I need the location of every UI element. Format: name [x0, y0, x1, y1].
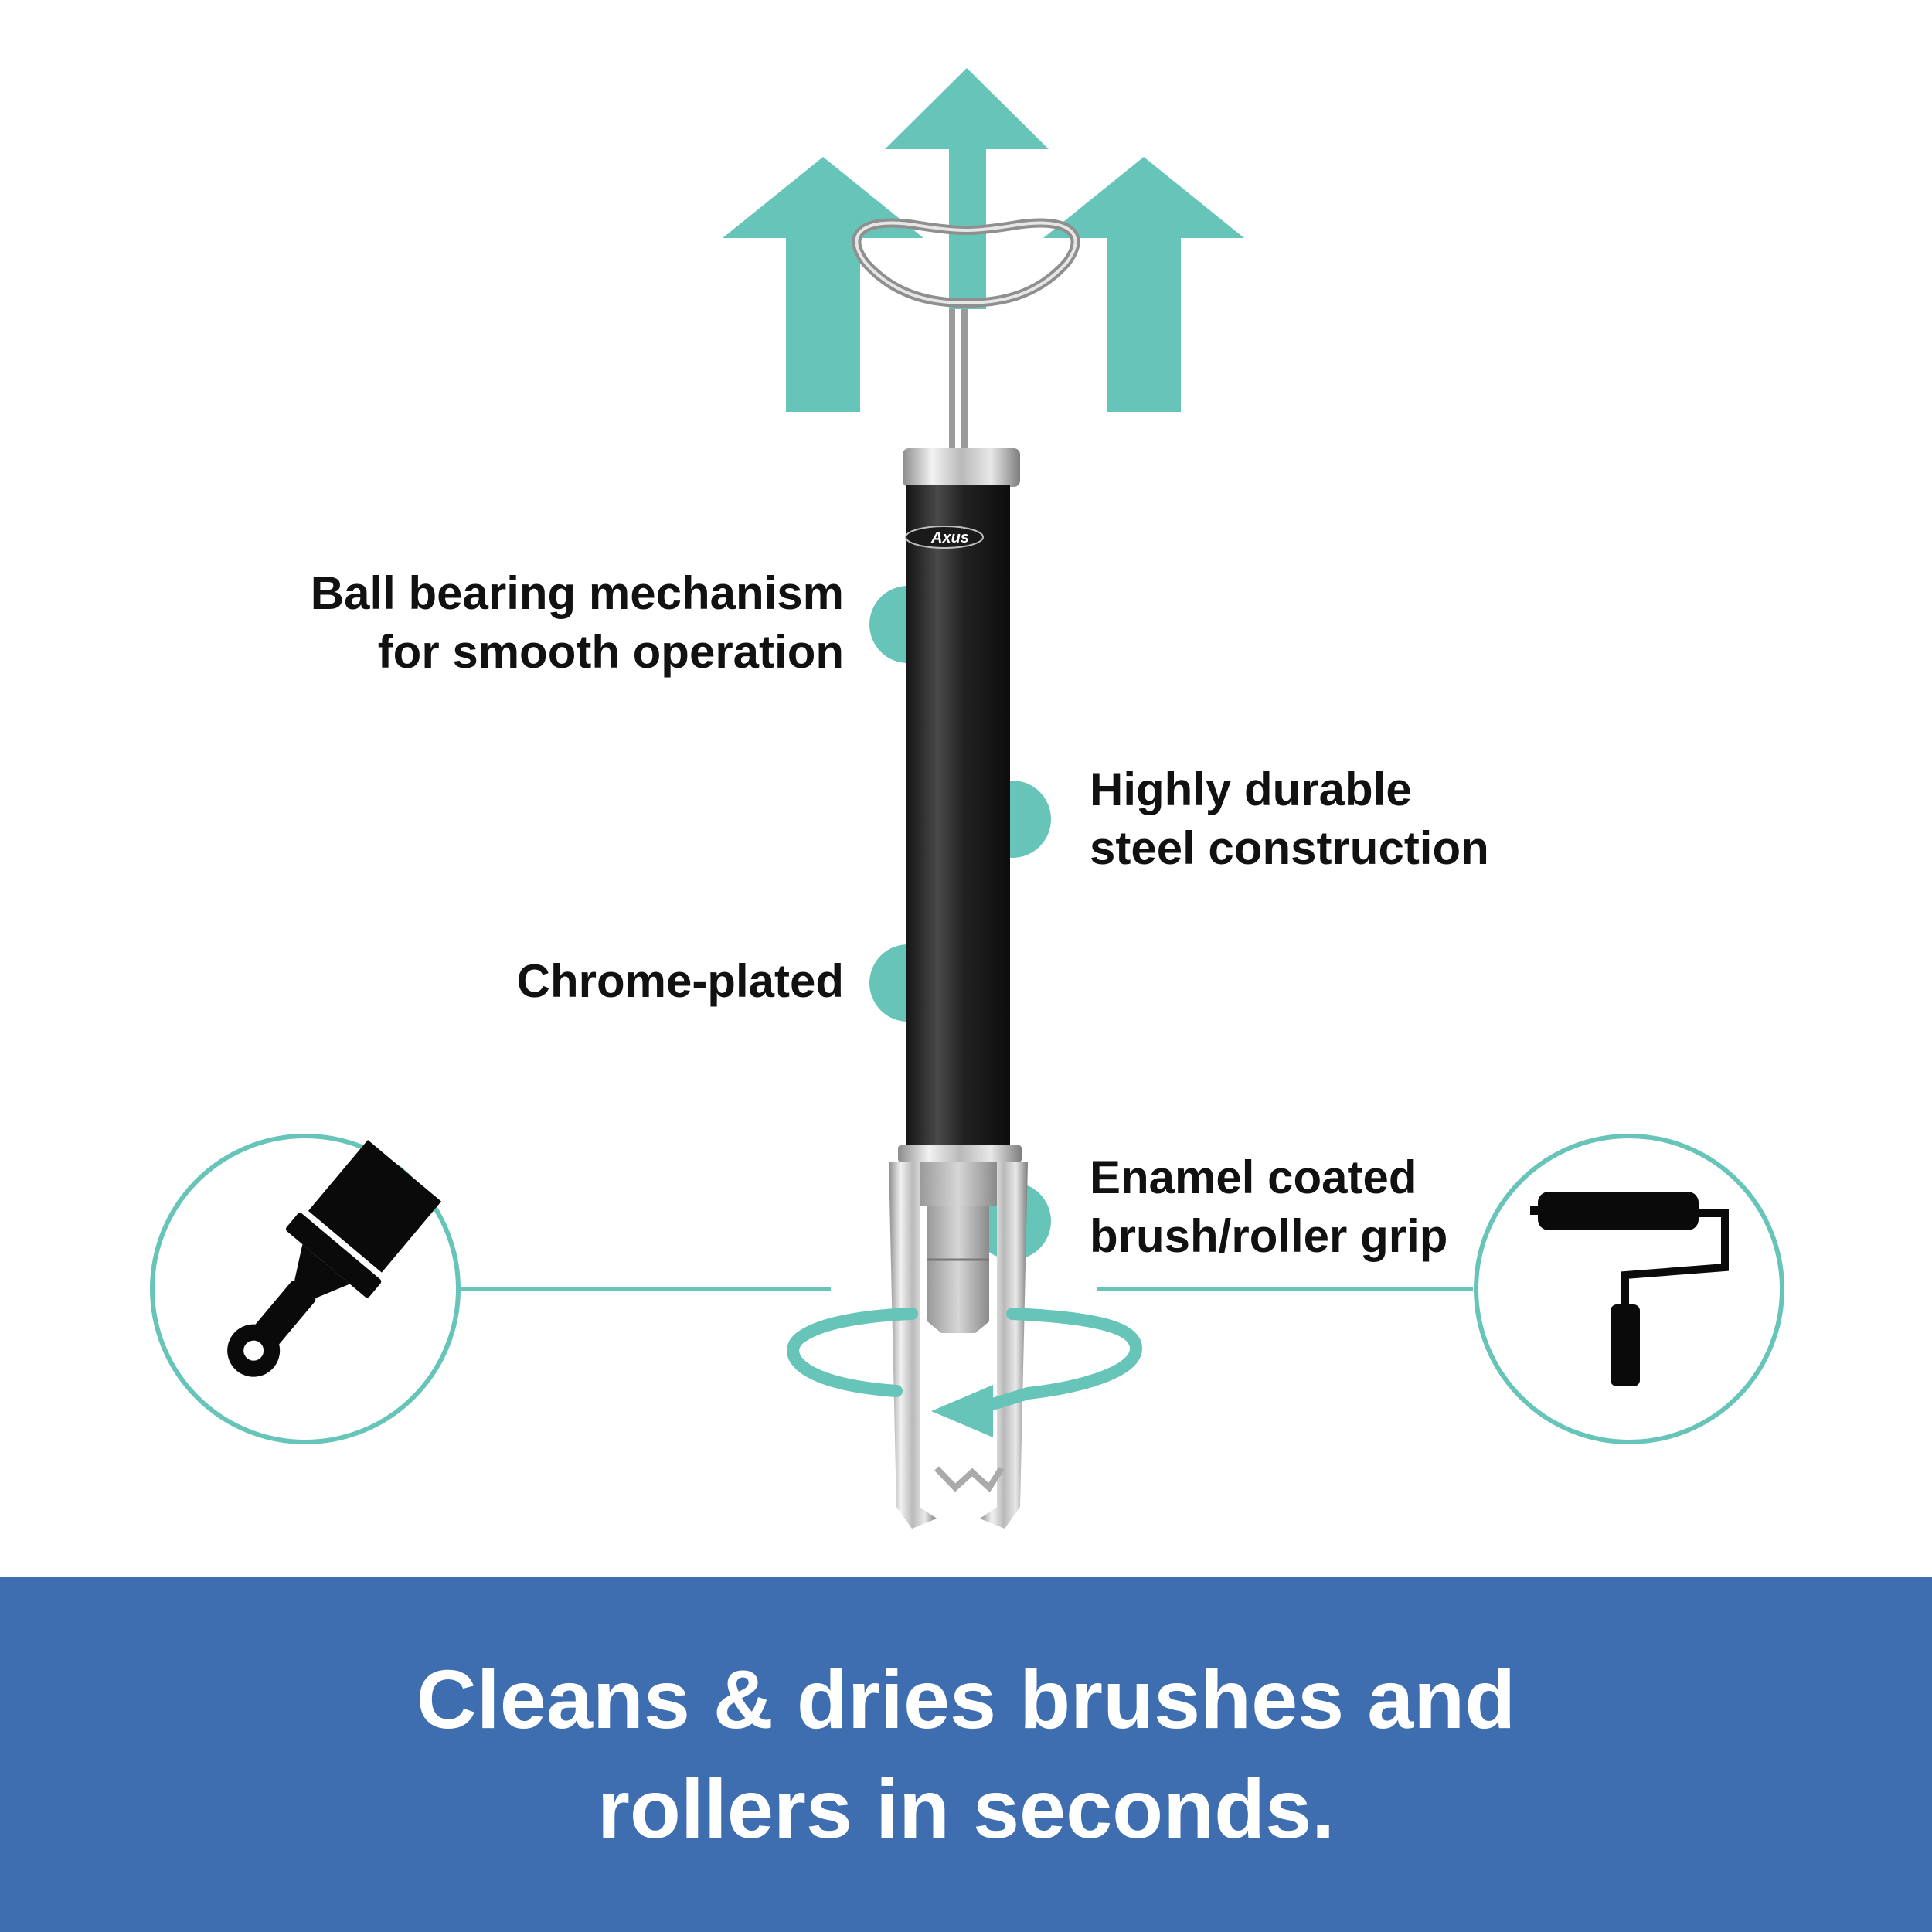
- brand-label: Axus: [930, 529, 969, 546]
- up-arrows-group: [723, 68, 1244, 412]
- feature-enamel-line1: Enamel coated: [1090, 1151, 1417, 1203]
- banner-line1: Cleans & dries brushes and: [416, 1652, 1516, 1746]
- paintbrush-circle: [150, 1134, 461, 1444]
- feature-ball-bearing-line1: Ball bearing mechanism: [310, 567, 844, 619]
- bottom-banner: Cleans & dries brushes and rollers in se…: [0, 1577, 1932, 1932]
- up-arrow-icon: [1043, 157, 1244, 412]
- feature-durable-line2: steel construction: [1090, 822, 1489, 874]
- feature-enamel-line2: brush/roller grip: [1090, 1210, 1448, 1262]
- product-illustration: Axus: [150, 68, 1784, 1529]
- paint-roller-icon: [1530, 1192, 1729, 1386]
- feature-ball-bearing: Ball bearing mechanism for smooth operat…: [294, 564, 844, 682]
- feature-chrome: Chrome-plated: [386, 952, 844, 1011]
- paint-roller-circle: [1474, 1134, 1784, 1444]
- top-cap: [903, 448, 1020, 487]
- feature-chrome-line1: Chrome-plated: [516, 955, 844, 1007]
- paintbrush-icon: [227, 1139, 442, 1377]
- banner-line2: rollers in seconds.: [597, 1762, 1335, 1855]
- collar: [898, 1145, 1022, 1162]
- brand-badge: Axus: [905, 526, 984, 549]
- feature-enamel: Enamel coated brush/roller grip: [1090, 1148, 1569, 1266]
- feature-durable: Highly durable steel construction: [1090, 760, 1569, 878]
- rotate-arrow-icon: [787, 1308, 1143, 1437]
- pull-handle: [852, 218, 1080, 448]
- up-arrow-icon: [885, 68, 1049, 309]
- feature-durable-line1: Highly durable: [1090, 764, 1412, 815]
- feature-ball-bearing-line2: for smooth operation: [377, 626, 844, 678]
- spinner-fork: [889, 1162, 1028, 1529]
- handle-body: [906, 485, 1010, 1147]
